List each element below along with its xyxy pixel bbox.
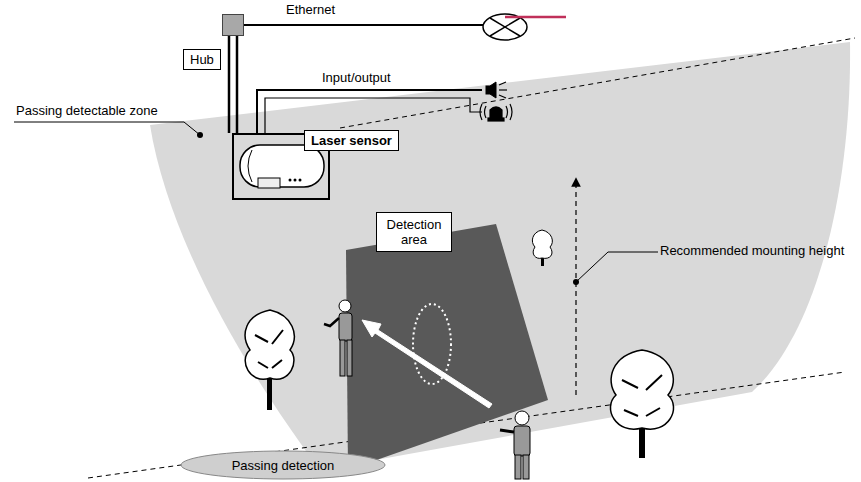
laser-sensor-icon xyxy=(240,145,324,188)
node-label: Hub xyxy=(183,49,221,70)
passing-detection-ellipse: Passing detection xyxy=(180,450,386,480)
ethernet-wire xyxy=(244,24,483,26)
node-label: Laser sensor xyxy=(304,130,399,151)
leader-line xyxy=(14,122,200,135)
cable-connector xyxy=(229,36,237,133)
zone-label: Passing detectable zone xyxy=(16,103,158,118)
dashed-top xyxy=(340,38,855,128)
walk-arrow xyxy=(362,320,492,408)
io-wire-2 xyxy=(265,98,482,134)
red-mark xyxy=(505,16,566,19)
lamp-cross xyxy=(490,18,520,36)
height-label: Recommended mounting height xyxy=(660,243,844,258)
target-ellipse xyxy=(413,304,451,384)
tree xyxy=(532,230,552,266)
detectable-zone xyxy=(150,42,850,470)
leader-line xyxy=(576,252,658,282)
detection-area-floor xyxy=(346,224,548,470)
node-label: Passing detection xyxy=(180,458,386,473)
lamp-cross xyxy=(490,18,520,36)
speaker-icon xyxy=(486,82,507,98)
person xyxy=(324,300,352,376)
wire-label: Ethernet xyxy=(286,2,335,17)
io-wire xyxy=(257,90,482,134)
tree xyxy=(245,310,294,410)
laser-sensor-box: Laser sensor xyxy=(232,133,330,200)
hub-box: Hub xyxy=(222,14,244,36)
wire-label: Input/output xyxy=(322,70,391,85)
node-label: Detection area xyxy=(376,212,452,252)
alarm-icon xyxy=(480,104,512,121)
tree xyxy=(610,350,673,458)
person xyxy=(500,411,530,479)
height-arrow xyxy=(575,182,576,395)
detection-area: Detection area xyxy=(346,224,548,470)
